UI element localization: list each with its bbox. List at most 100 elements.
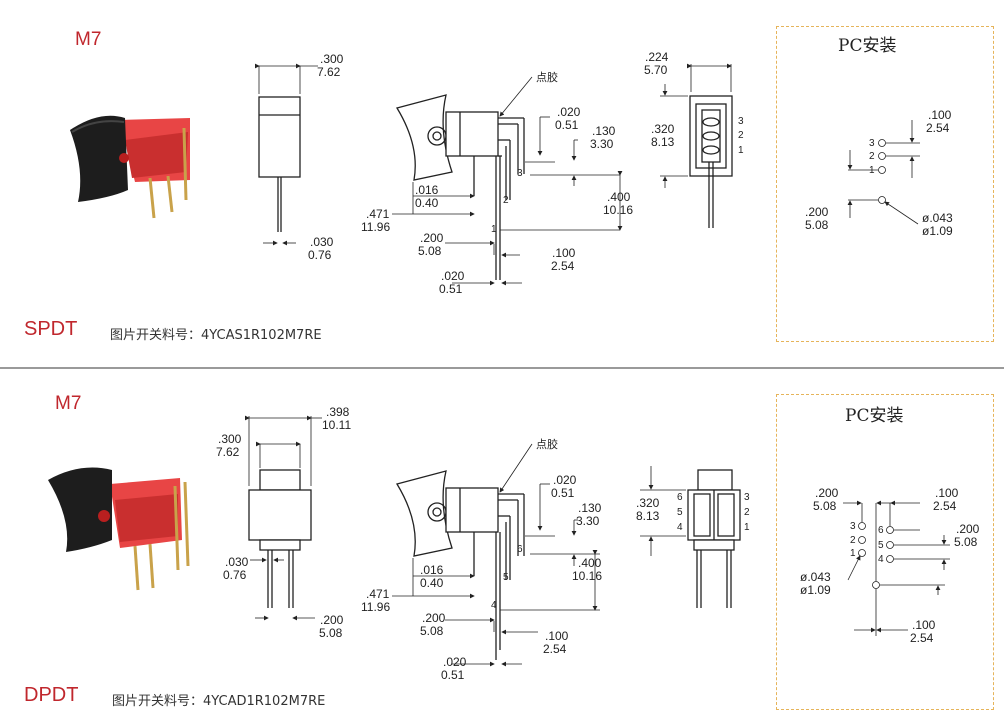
top-end-width-mm: 5.70 — [644, 63, 668, 77]
top-d100-mm: 2.54 — [551, 259, 575, 273]
top-d020b-in: .020 — [441, 269, 465, 283]
bottom-switch-photo — [48, 467, 190, 591]
bottom-pc-pin-1: 1 — [850, 548, 856, 559]
bottom-pc-hole-mm: ø1.09 — [800, 583, 831, 597]
bottom-pc-pitch2-mm: 2.54 — [910, 631, 934, 645]
top-pc-footprint — [847, 120, 920, 225]
bottom-d100-in: .100 — [545, 629, 569, 643]
top-pin-label-3: 3 — [517, 168, 523, 179]
bottom-glue-label: 点胶 — [536, 437, 558, 451]
top-pin-label-2: 2 — [503, 195, 509, 206]
top-pc-pin-3: 3 — [869, 138, 875, 149]
top-d130-in: .130 — [592, 124, 616, 138]
top-pc-mount-title: PC安装 — [838, 36, 897, 56]
bottom-pc-hole-in: ø.043 — [800, 570, 831, 584]
bottom-front-view — [395, 470, 525, 660]
top-d100-in: .100 — [552, 246, 576, 260]
bottom-d471-in: .471 — [366, 587, 390, 601]
bottom-end-height-mm: 8.13 — [636, 509, 660, 523]
bottom-d200-in: .200 — [422, 611, 446, 625]
bottom-model-label: M7 — [55, 393, 82, 414]
bottom-side-pitch-in: .200 — [320, 613, 344, 627]
top-d020-mm: 0.51 — [555, 118, 579, 132]
top-front-dims — [392, 76, 623, 286]
bottom-d400-in: .400 — [578, 556, 602, 570]
top-end-height-in: .320 — [651, 122, 675, 136]
top-d020-in: .020 — [557, 105, 581, 119]
bottom-pc-pin-4: 4 — [878, 554, 884, 565]
top-switch-photo — [70, 115, 190, 219]
bottom-d016-in: .016 — [420, 563, 444, 577]
top-d016-in: .016 — [415, 183, 439, 197]
top-d400-in: .400 — [607, 190, 631, 204]
bottom-front-dims — [392, 443, 600, 667]
top-side-width-mm: 7.62 — [317, 65, 341, 79]
top-end-pin-2: 2 — [738, 130, 744, 141]
bottom-pc-footprint — [843, 500, 950, 636]
top-side-width-in: .300 — [320, 52, 344, 66]
top-front-view — [395, 94, 525, 280]
bottom-pc-offset-in: .200 — [815, 486, 839, 500]
top-end-pin-3: 3 — [738, 116, 744, 127]
bottom-d130-mm: 3.30 — [576, 514, 600, 528]
bottom-pc-pitch-in: .100 — [935, 486, 959, 500]
top-d200-in: .200 — [420, 231, 444, 245]
top-pc-offset-in: .200 — [805, 205, 829, 219]
bottom-pin-label-6: 6 — [517, 544, 523, 555]
bottom-end-height-in: .320 — [636, 496, 660, 510]
top-part-number-caption: 图片开关料号：4YCAS1R102M7RE — [110, 328, 322, 343]
top-pin-label-1: 1 — [491, 224, 497, 235]
bottom-end-pin-5: 5 — [677, 507, 683, 518]
bottom-side-pin-in: .030 — [225, 555, 249, 569]
bottom-d130-in: .130 — [578, 501, 602, 515]
bottom-side-pitch-mm: 5.08 — [319, 626, 343, 640]
section-divider — [0, 367, 1004, 369]
bottom-end-pin-4: 4 — [677, 522, 683, 533]
top-side-pin-mm: 0.76 — [308, 248, 332, 262]
bottom-side-pin-mm: 0.76 — [223, 568, 247, 582]
top-pc-pitch-mm: 2.54 — [926, 121, 950, 135]
bottom-d016-mm: 0.40 — [420, 576, 444, 590]
top-d020b-mm: 0.51 — [439, 282, 463, 296]
bottom-pin-label-4: 4 — [491, 600, 497, 611]
bottom-side-width-in: .398 — [326, 405, 350, 419]
bottom-pc-pin-5: 5 — [878, 540, 884, 551]
top-pc-offset-mm: 5.08 — [805, 218, 829, 232]
bottom-end-pin-2: 2 — [744, 507, 750, 518]
bottom-d020b-mm: 0.51 — [441, 668, 465, 682]
top-d200-mm: 5.08 — [418, 244, 442, 258]
bottom-end-pin-3: 3 — [744, 492, 750, 503]
top-side-view — [255, 63, 318, 246]
bottom-pc-row-mm: 5.08 — [954, 535, 978, 549]
bottom-d200-mm: 5.08 — [420, 624, 444, 638]
top-end-pin-1: 1 — [738, 145, 744, 156]
top-pc-mount-box — [776, 26, 994, 342]
top-glue-label: 点胶 — [536, 70, 558, 84]
bottom-d100-mm: 2.54 — [543, 642, 567, 656]
bottom-pin-label-5: 5 — [503, 572, 509, 583]
bottom-d400-mm: 10.16 — [572, 569, 602, 583]
top-side-pin-in: .030 — [310, 235, 334, 249]
top-end-width-in: .224 — [645, 50, 669, 64]
bottom-side-body-mm: 7.62 — [216, 445, 240, 459]
top-d471-mm: 11.96 — [361, 220, 390, 234]
top-d130-mm: 3.30 — [590, 137, 614, 151]
bottom-side-view — [245, 415, 322, 621]
top-d471-in: .471 — [366, 207, 390, 221]
top-d016-mm: 0.40 — [415, 196, 439, 210]
bottom-pc-pin-2: 2 — [850, 535, 856, 546]
bottom-side-body-in: .300 — [218, 432, 242, 446]
bottom-pc-pitch-mm: 2.54 — [933, 499, 957, 513]
bottom-d020-in: .020 — [553, 473, 577, 487]
bottom-pc-mount-box — [776, 394, 994, 710]
top-pc-pin-1: 1 — [869, 165, 875, 176]
top-pc-pitch-in: .100 — [928, 108, 952, 122]
bottom-part-number-caption: 图片开关料号：4YCAD1R102M7RE — [112, 694, 326, 709]
top-pc-hole-in: ø.043 — [922, 211, 953, 225]
top-end-view — [660, 63, 733, 228]
top-type-label: SPDT — [24, 318, 78, 340]
bottom-end-pin-6: 6 — [677, 492, 683, 503]
bottom-d020-mm: 0.51 — [551, 486, 575, 500]
top-model-label: M7 — [75, 29, 102, 50]
